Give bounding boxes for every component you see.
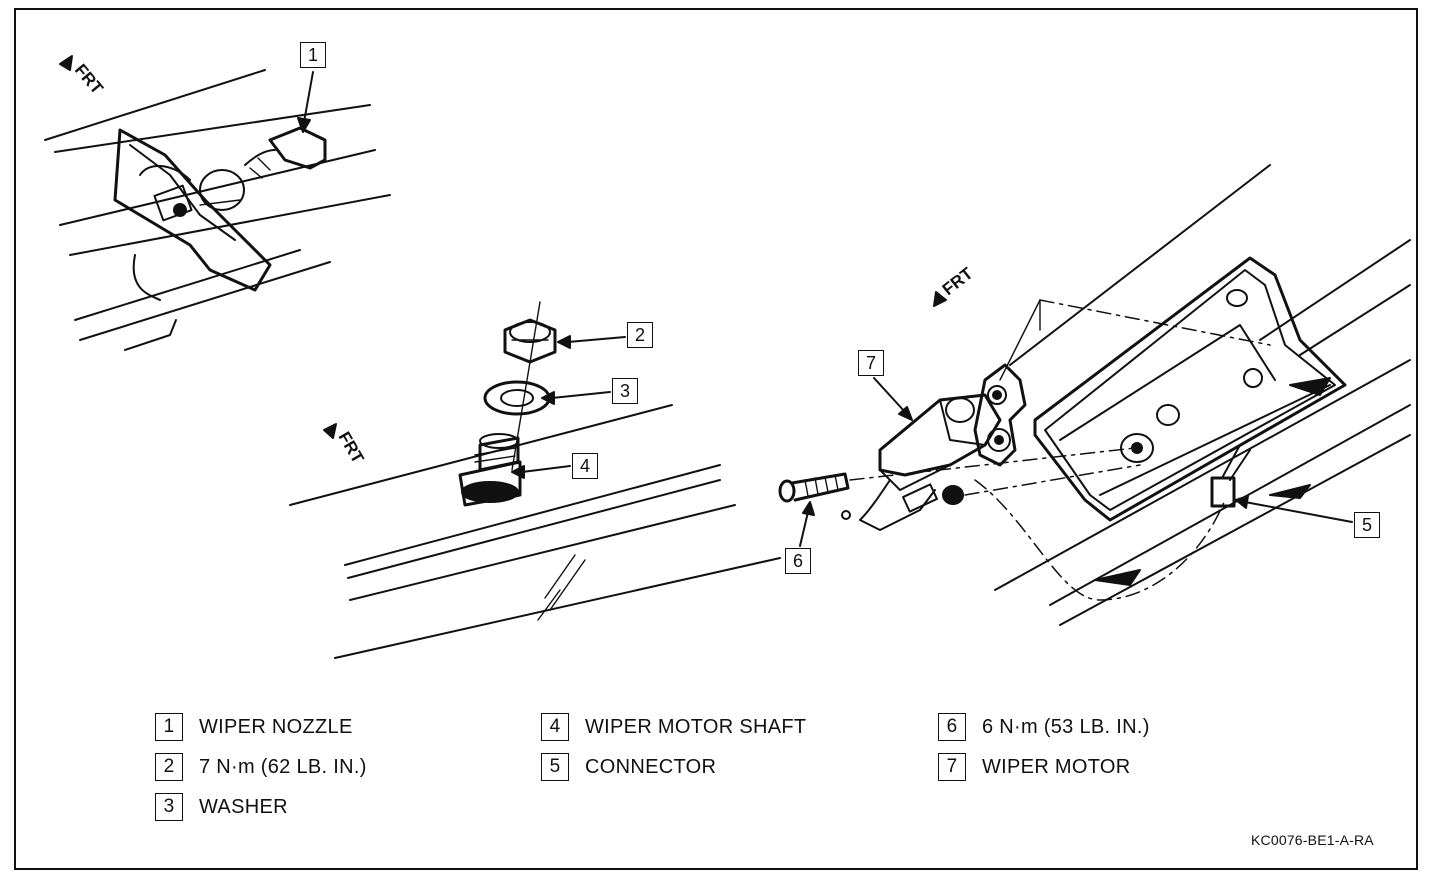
nozzle-view: FRT <box>44 55 391 351</box>
washer-part <box>483 380 551 416</box>
legend-item-6: 6 6 N·m (53 LB. IN.) <box>938 713 1150 741</box>
legend-label: CONNECTOR <box>585 755 717 778</box>
liftgate-panel-middle <box>289 404 781 659</box>
legend-num: 2 <box>155 753 183 781</box>
leader-3 <box>541 391 611 405</box>
legend-item-7: 7 WIPER MOTOR <box>938 753 1131 781</box>
leader-6 <box>799 501 815 547</box>
frt-label-1: FRT <box>71 60 107 98</box>
legend-num: 3 <box>155 793 183 821</box>
shaft-part <box>458 433 522 507</box>
motor-axis <box>964 464 1141 496</box>
legend-label: WASHER <box>199 795 288 818</box>
legend-num: 5 <box>541 753 569 781</box>
legend-num: 7 <box>938 753 966 781</box>
leader-5 <box>1235 495 1353 523</box>
callout-5: 5 <box>1354 512 1380 538</box>
connector-wire <box>974 479 1226 601</box>
legend-num: 4 <box>541 713 569 741</box>
callout-6: 6 <box>785 548 811 574</box>
liftgate-panel-right <box>994 164 1411 626</box>
nozzle-bracket <box>113 128 272 292</box>
bolt-axis <box>849 447 1136 481</box>
legend-item-4: 4 WIPER MOTOR SHAFT <box>541 713 806 741</box>
leader-2 <box>557 335 626 349</box>
wiper-motor-part <box>841 363 1027 531</box>
frt-label-3: FRT <box>939 263 977 299</box>
legend-label: 6 N·m (53 LB. IN.) <box>982 715 1150 738</box>
frt-arrow-middle: FRT <box>323 423 368 468</box>
frt-label-2: FRT <box>335 429 368 468</box>
leader-7 <box>873 377 913 421</box>
bolt-part <box>778 472 850 503</box>
legend-label: WIPER MOTOR SHAFT <box>585 715 807 738</box>
nut-part <box>503 318 557 364</box>
legend-label: WIPER MOTOR <box>982 755 1131 778</box>
wiper-nozzle-part <box>244 126 327 179</box>
callout-4: 4 <box>572 453 598 479</box>
shaft-view: FRT <box>289 301 781 659</box>
callout-2: 2 <box>627 322 653 348</box>
legend-item-1: 1 WIPER NOZZLE <box>155 713 353 741</box>
frt-arrow-right: FRT <box>933 263 977 307</box>
legend-label: WIPER NOZZLE <box>199 715 353 738</box>
diagram-frame <box>14 8 1418 870</box>
legend-label: 7 N·m (62 LB. IN.) <box>199 755 367 778</box>
leader-4 <box>511 465 571 479</box>
legend-num: 6 <box>938 713 966 741</box>
callout-7: 7 <box>858 350 884 376</box>
callout-1: 1 <box>300 42 326 68</box>
legend-num: 1 <box>155 713 183 741</box>
leader-1 <box>297 71 314 133</box>
legend-item-2: 2 7 N·m (62 LB. IN.) <box>155 753 367 781</box>
legend-item-5: 5 CONNECTOR <box>541 753 716 781</box>
figure-reference-code: KC0076-BE1-A-RA <box>1251 832 1374 848</box>
callout-3: 3 <box>612 378 638 404</box>
legend-item-3: 3 WASHER <box>155 793 288 821</box>
frt-arrow-left: FRT <box>59 55 107 98</box>
motor-view: FRT <box>778 164 1411 626</box>
